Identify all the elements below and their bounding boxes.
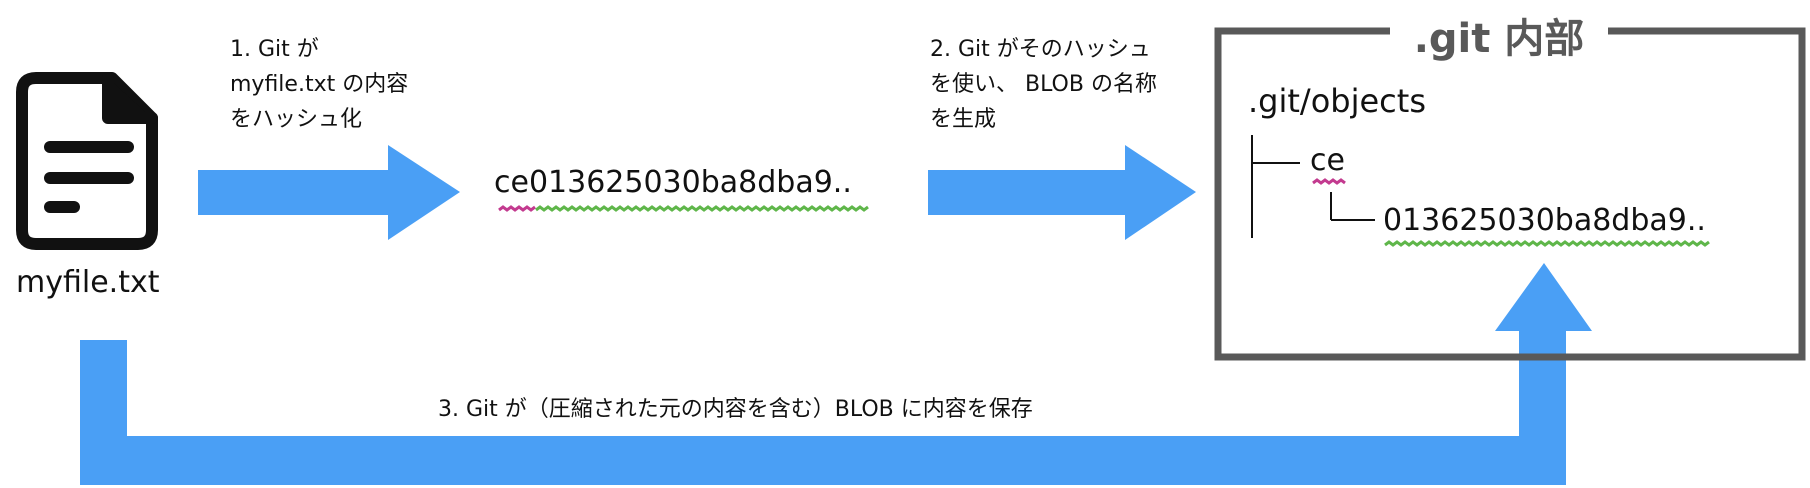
step1-text: 1. Git が myfile.txt の内容 をハッシュ化 [230,32,408,137]
step2-line: 2. Git がそのハッシュ [930,37,1151,62]
step1-line: myfile.txt の内容 [230,72,409,97]
git-box [1214,27,1806,361]
arrow-step3 [80,263,1592,485]
file-name-label: myfile.txt [16,265,160,300]
step2-line: を生成 [930,107,997,132]
hash-underlines [498,178,1710,247]
step2-text: 2. Git がそのハッシュ を使い、 BLOB の名称 を生成 [930,32,1157,137]
step1-line: をハッシュ化 [230,107,363,132]
objects-dir-label: .git/objects [1248,82,1426,120]
step1-line: 1. Git が [230,37,319,62]
hash-value: ce013625030ba8dba9.. [494,165,852,200]
step2-line: を使い、 BLOB の名称 [930,72,1157,97]
document-icon [16,72,158,250]
tree-lines [1251,135,1375,238]
hash-rest-file: 013625030ba8dba9.. [1383,203,1706,238]
rest-underline-tree [1384,240,1710,247]
arrow-step1 [198,145,460,240]
prefix-underline-tree [1312,178,1346,185]
hash-prefix-dir: ce [1310,143,1345,178]
step3-text: 3. Git が（圧縮された元の内容を含む）BLOB に内容を保存 [438,397,1033,422]
prefix-underline-main [498,205,536,212]
rest-underline-main [535,205,869,212]
git-box-title: .git 内部 [1390,6,1608,64]
arrow-step2 [928,145,1196,240]
